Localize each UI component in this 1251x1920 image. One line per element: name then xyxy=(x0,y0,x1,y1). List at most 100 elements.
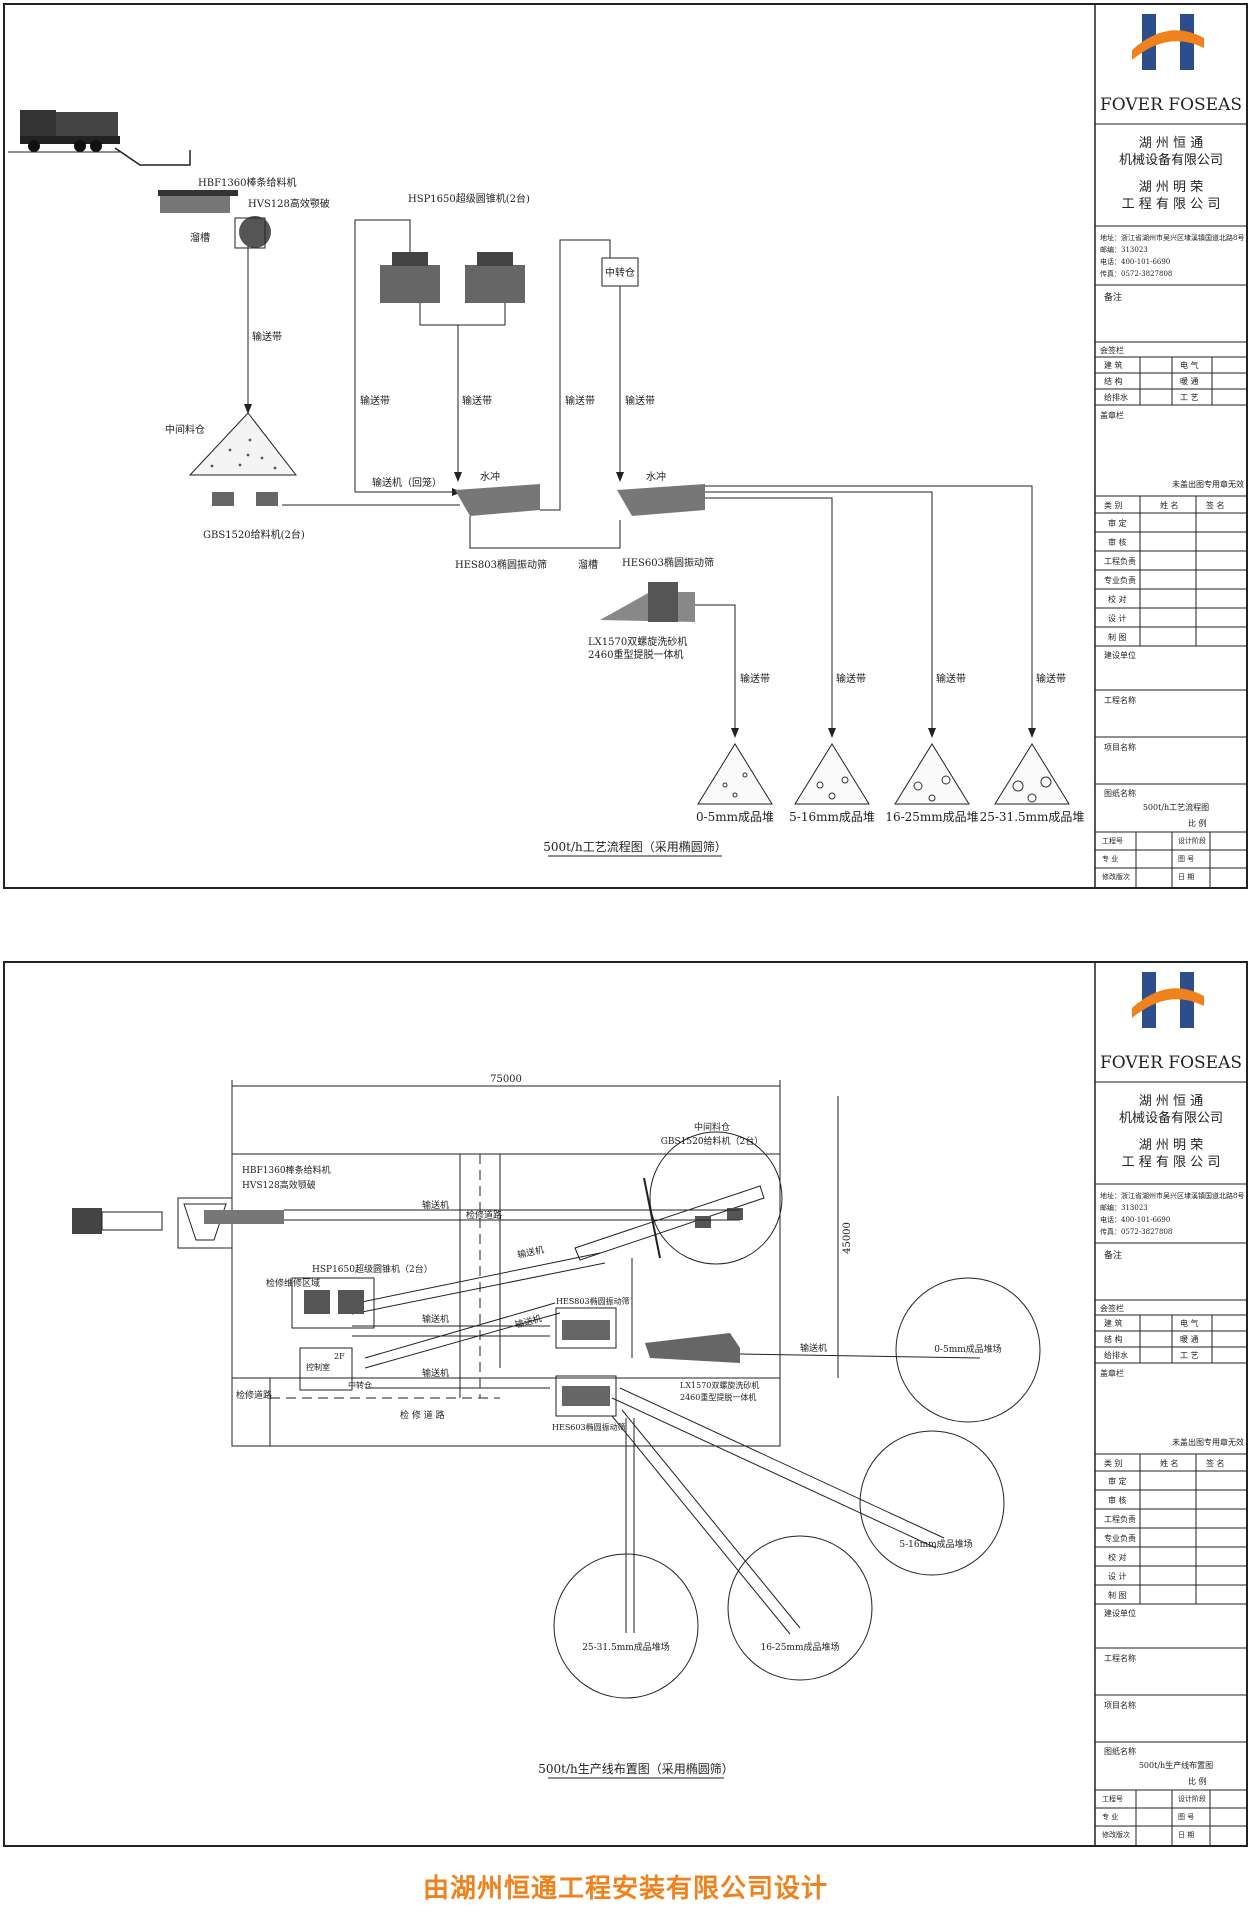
layout-hes803 xyxy=(555,1307,617,1349)
sign-section-label: 会签栏 xyxy=(1100,345,1124,355)
role-header-2: 姓 名 xyxy=(1160,500,1179,510)
flow-label-conveyor-1: 输送带 xyxy=(252,330,282,343)
sign-row3-a: 给排水 xyxy=(1104,392,1128,402)
company1-line1-2: 湖 州 恒 通 xyxy=(1139,1094,1203,1109)
layout-truck xyxy=(72,1208,163,1234)
stamp-section-label-2: 盖章栏 xyxy=(1100,1368,1124,1378)
sheet-frame-2 xyxy=(3,961,1248,1847)
flow-label-conveyor-3: 输送带 xyxy=(360,394,390,407)
remarks-label: 备注 xyxy=(1104,291,1122,303)
flow-label-feeder: HBF1360棒条给料机 xyxy=(198,176,296,189)
gbs-feeders xyxy=(212,492,278,506)
layout-plan-sheet: 75000 45000 HBF1360棒条给料机 HVS128高效颚破 中间料仓… xyxy=(3,961,1248,1847)
company2-line1-2: 湖 州 明 荣 xyxy=(1139,1138,1203,1153)
flow-label-conveyor-7: 输送带 xyxy=(836,672,866,685)
flow-label-conveyor-4: 输送带 xyxy=(625,394,655,407)
site-boundary xyxy=(231,1153,781,1447)
layout-label-gbs: GBS1520给料机（2台） xyxy=(661,1135,764,1147)
company1-line2-2: 机械设备有限公司 xyxy=(1119,1110,1223,1126)
drawing-title: 500t/h工艺流程图 xyxy=(1143,802,1209,812)
layout-hes603 xyxy=(555,1375,617,1417)
product-piles xyxy=(697,743,1070,805)
bottom-row1-a-2: 工程号 xyxy=(1102,1794,1123,1803)
title-block: FOVER FOSEAS 湖 州 恒 通 机械设备有限公司 湖 州 明 荣 工 … xyxy=(1095,14,1247,888)
flow-caption: 500t/h工艺流程图（采用椭圆筛） xyxy=(543,839,727,854)
layout-product-yards xyxy=(553,1277,1041,1699)
flow-label-gbs: GBS1520给料机(2台) xyxy=(203,528,305,541)
intermediate-stockpile xyxy=(188,412,298,476)
layout-label-conveyor-6: 输送机 xyxy=(800,1342,827,1354)
layout-label-maint: 检修维修区域 xyxy=(266,1277,320,1289)
flow-label-stockpile: 中间料仓 xyxy=(165,423,205,436)
stamp-note-2: 未盖出图专用章无效 xyxy=(1172,1437,1244,1447)
flow-label-chute-2: 溜槽 xyxy=(578,558,598,571)
transfer-bin xyxy=(601,257,639,287)
unit-label: 建设单位 xyxy=(1104,650,1136,660)
title-block-2: FOVER FOSEAS 湖 州 恒 通 机械设备有限公司 湖 州 明 荣 工 … xyxy=(1095,972,1247,1846)
role-7-2: 制 图 xyxy=(1108,1590,1127,1600)
sign-row2-b: 暖 通 xyxy=(1180,376,1199,386)
designer-credit: 由湖州恒通工程安装有限公司设计 xyxy=(422,1874,828,1904)
layout-label-control2: 控制室 xyxy=(306,1362,330,1372)
layout-label-conveyor-3: 输送机 xyxy=(422,1313,449,1325)
role-3-2: 工程负责 xyxy=(1104,1514,1136,1524)
stamp-note: 未盖出图专用章无效 xyxy=(1172,479,1244,489)
address-text: 地址：浙江省湖州市吴兴区埭溪镇国道北路8号 xyxy=(1100,233,1244,242)
sign-row2-a: 结 构 xyxy=(1104,376,1123,386)
layout-label-hes603: HES603椭圆振动筛 xyxy=(552,1422,626,1432)
flow-label-conveyor-return: 输送机（回笼） xyxy=(372,476,442,489)
bottom-row2-b-2: 图 号 xyxy=(1178,1813,1194,1821)
flow-label-sand1: LX1570双螺旋洗砂机 xyxy=(588,635,687,648)
bottom-row3-b: 日 期 xyxy=(1178,873,1194,881)
layout-label-conveyor-1: 输送机 xyxy=(422,1199,449,1211)
sign-row3-a-2: 给排水 xyxy=(1104,1350,1128,1360)
flow-label-transfer: 中转仓 xyxy=(605,266,635,279)
role-3: 工程负责 xyxy=(1104,556,1136,566)
fover-logo-icon xyxy=(1132,14,1204,70)
fax-text-2: 传真：0572-3827808 xyxy=(1100,1227,1172,1236)
company1-line1: 湖 州 恒 通 xyxy=(1139,136,1203,151)
drawing-name-label-2: 图纸名称 xyxy=(1104,1746,1136,1756)
scale-label: 比 例 xyxy=(1188,818,1207,828)
layout-pile-label-4: 25-31.5mm成品堆场 xyxy=(582,1641,670,1653)
sign-section-label-2: 会签栏 xyxy=(1100,1303,1124,1313)
sign-row3-b-2: 工 艺 xyxy=(1180,1351,1199,1360)
bottom-row2-a: 专 业 xyxy=(1102,854,1118,863)
role-7: 制 图 xyxy=(1108,632,1127,642)
flow-label-conveyor-8: 输送带 xyxy=(936,672,966,685)
fover-logo-icon-2 xyxy=(1132,972,1204,1028)
stamp-section-label: 盖章栏 xyxy=(1100,410,1124,420)
bottom-row3-a: 修改版次 xyxy=(1102,872,1130,881)
postcode-text: 邮编：313023 xyxy=(1100,245,1148,254)
process-flow-sheet: HBF1360棒条给料机 HVS128高效颚破 溜槽 输送带 中间料仓 GBS1… xyxy=(3,3,1248,889)
drawing-name-label: 图纸名称 xyxy=(1104,788,1136,798)
role-header-1-2: 类 别 xyxy=(1104,1458,1123,1468)
layout-label-sand1: LX1570双螺旋洗砂机 xyxy=(680,1380,759,1390)
flow-label-conveyor-5: 输送带 xyxy=(565,394,595,407)
sign-row2-b-2: 暖 通 xyxy=(1180,1334,1199,1344)
flow-label-sand2: 2460重型提脱一体机 xyxy=(588,648,683,661)
company2-line1: 湖 州 明 荣 xyxy=(1139,180,1203,195)
bottom-row1-a: 工程号 xyxy=(1102,836,1123,845)
drawing-title-2: 500t/h生产线布置图 xyxy=(1139,1760,1213,1770)
role-1: 审 定 xyxy=(1108,518,1127,528)
sign-row1-b: 电 气 xyxy=(1180,360,1199,370)
hes603-screen xyxy=(617,484,705,516)
layout-label-road-v: 检修道路 xyxy=(466,1209,502,1221)
role-4-2: 专业负责 xyxy=(1104,1533,1136,1543)
role-header-3: 签 名 xyxy=(1206,500,1225,510)
layout-label-conveyor-4: 输送机 xyxy=(514,1312,543,1331)
flow-label-conveyor-9: 输送带 xyxy=(1036,672,1066,685)
layout-label-conveyor-2: 输送机 xyxy=(516,1244,545,1261)
bottom-row3-a-2: 修改版次 xyxy=(1102,1830,1130,1839)
flow-label-water-1: 水冲 xyxy=(480,470,500,483)
hes803-screen xyxy=(455,484,540,516)
brand-name: FOVER FOSEAS xyxy=(1100,95,1242,115)
layout-label-control1: 2F xyxy=(334,1352,345,1361)
fax-text: 传真：0572-3827808 xyxy=(1100,269,1172,278)
company2-line2: 工 程 有 限 公 司 xyxy=(1122,197,1221,212)
sign-row1-a: 建 筑 xyxy=(1104,360,1123,370)
phone-text: 电话：400-101-6690 xyxy=(1100,257,1170,266)
layout-label-stockpile: 中间料仓 xyxy=(694,1121,730,1133)
flow-label-conveyor-6: 输送带 xyxy=(740,672,770,685)
